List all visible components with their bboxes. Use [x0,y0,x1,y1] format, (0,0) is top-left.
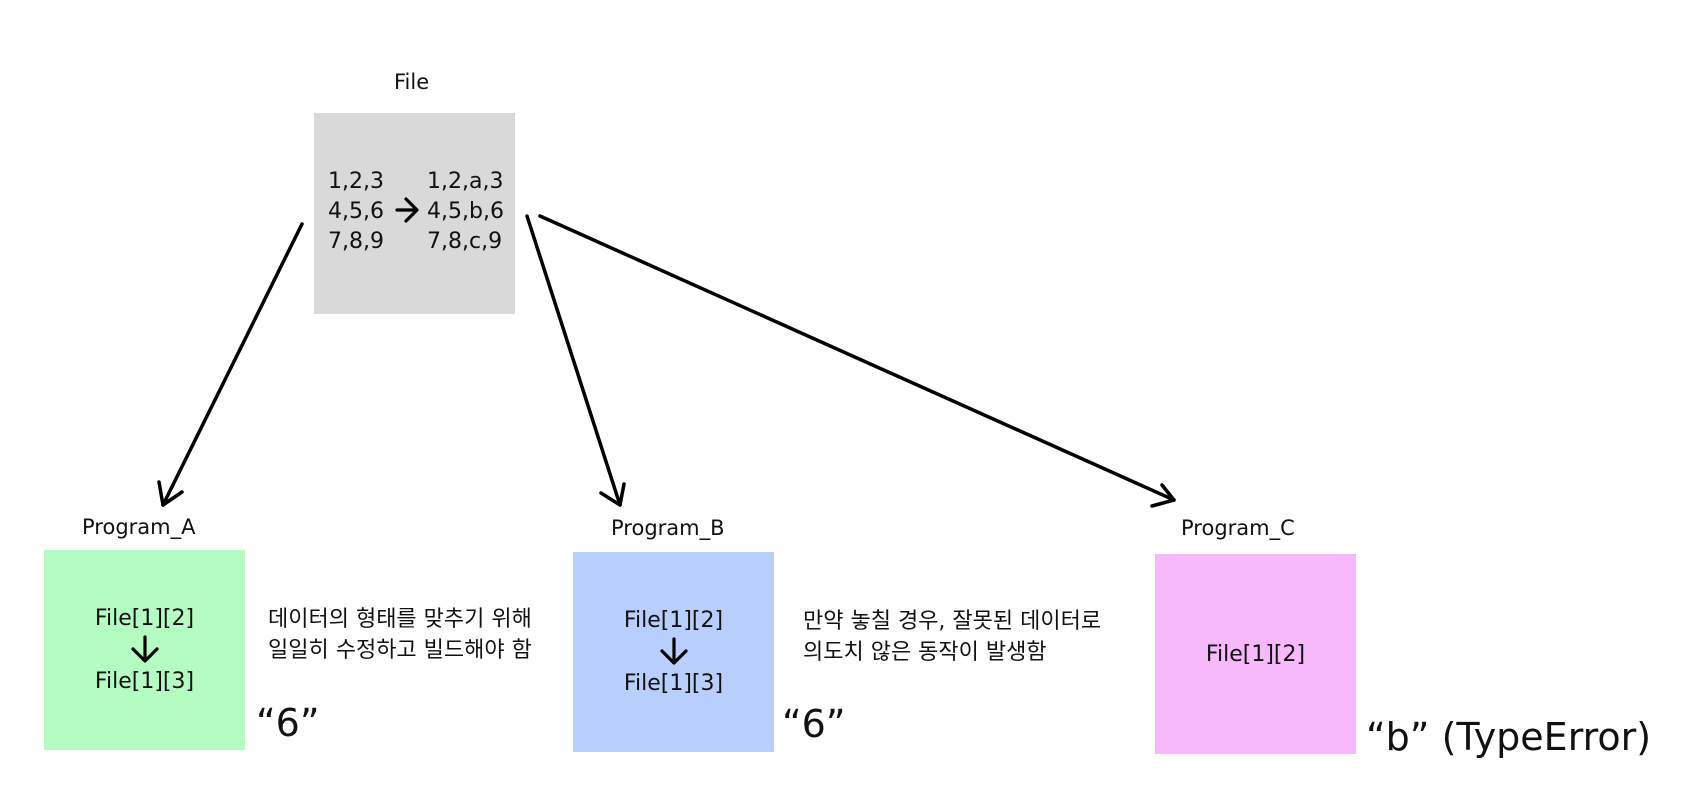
file-after-values: 1,2,a,3 4,5,b,6 7,8,c,9 [427,169,504,254]
program-a-box: File[1][2] File[1][3] [44,550,245,750]
file-title: File [394,70,430,94]
program-a-note: 데이터의 형태를 맞추기 위해 일일히 수정하고 빌드해야 함 [268,604,532,666]
program-b-old-index: File[1][2] [623,608,724,633]
program-b-result: “6” [782,702,846,746]
program-a-note-line: 데이터의 형태를 맞추기 위해 [268,607,532,632]
program-a-old-index: File[1][2] [94,606,195,631]
program-c-title: Program_C [1181,516,1295,540]
program-b-note-line: 의도치 않은 동작이 발생함 [803,640,1047,665]
program-b-new-index: File[1][3] [623,671,724,696]
program-a-new-index: File[1][3] [94,669,195,694]
file-before-values: 1,2,3 4,5,6 7,8,9 [328,169,384,254]
program-b-box: File[1][2] File[1][3] [573,552,774,752]
right-arrow-icon [395,197,419,223]
arrow-file-to-program-a [157,222,304,507]
down-arrow-icon [659,637,688,665]
program-b-title: Program_B [611,516,725,540]
program-a-note-line: 일일히 수정하고 빌드해야 함 [268,638,532,663]
program-b-note-line: 만약 놓칠 경우, 잘못된 데이터로 [803,609,1102,634]
program-c-box: File[1][2] [1155,554,1356,754]
arrow-file-to-program-b [525,214,626,507]
file-box: 1,2,3 4,5,6 7,8,9 1,2,a,3 4,5,b,6 7,8,c,… [314,113,515,314]
arrow-file-to-program-c [538,214,1176,508]
program-c-result: “b” (TypeError) [1366,715,1652,759]
program-c-index: File[1][2] [1205,641,1306,667]
down-arrow-icon [130,635,159,663]
program-a-title: Program_A [82,515,196,539]
program-a-result: “6” [256,701,320,745]
program-b-note: 만약 놓칠 경우, 잘못된 데이터로 의도치 않은 동작이 발생함 [803,606,1101,668]
